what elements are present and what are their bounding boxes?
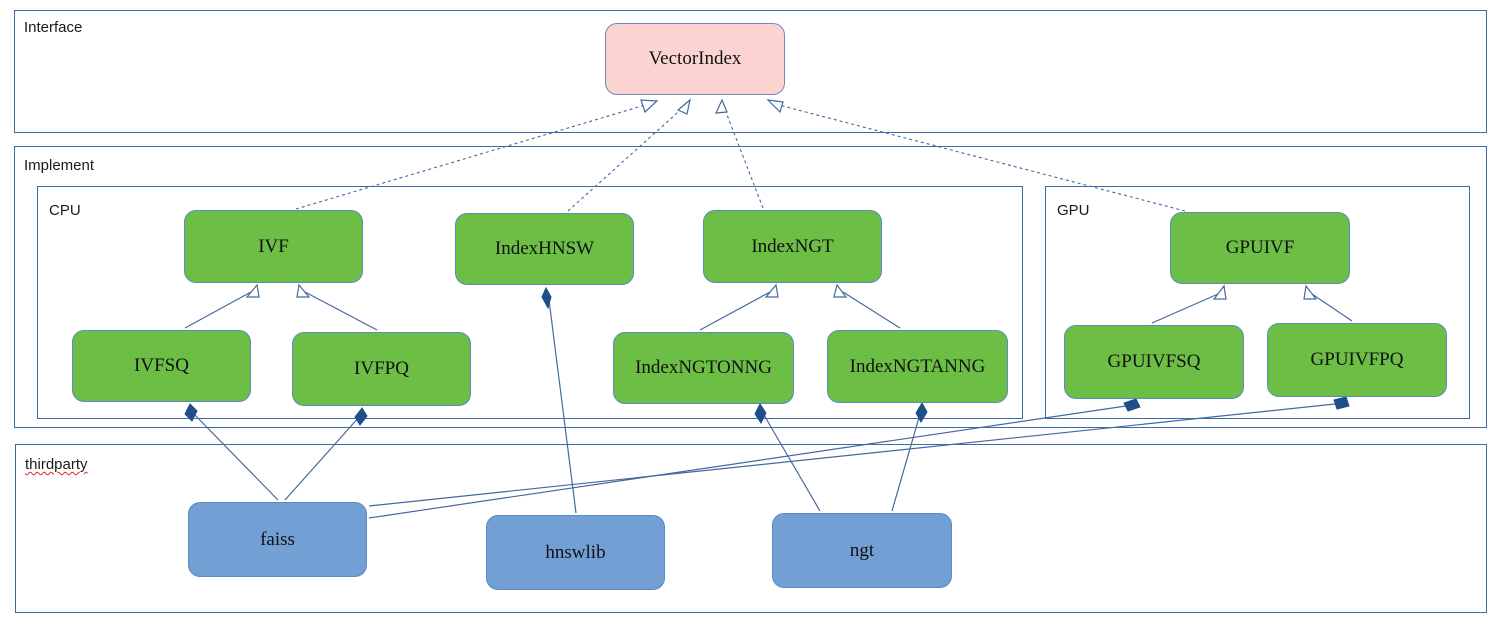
group-label-gpu: GPU xyxy=(1057,202,1090,219)
node-label-indexhnsw: IndexHNSW xyxy=(494,238,595,259)
node-faiss[interactable]: faiss xyxy=(188,502,367,577)
node-gpuivf[interactable]: GPUIVF xyxy=(1170,212,1350,284)
node-label-ivf: IVF xyxy=(258,235,289,257)
node-label-gpuivf: GPUIVF xyxy=(1225,237,1295,258)
group-label-thirdparty: thirdparty xyxy=(25,456,88,473)
node-label-indexngt: IndexNGT xyxy=(751,235,834,257)
node-gpuivfpq[interactable]: GPUIVFPQ xyxy=(1267,323,1447,397)
node-label-ivfsq: IVFSQ xyxy=(134,355,189,376)
node-indexhnsw[interactable]: IndexHNSW xyxy=(455,213,634,285)
node-ivfpq[interactable]: IVFPQ xyxy=(292,332,471,406)
node-gpuivfsq[interactable]: GPUIVFSQ xyxy=(1064,325,1244,399)
node-label-gpuivfpq: GPUIVFPQ xyxy=(1310,349,1404,370)
node-indexngt[interactable]: IndexNGT xyxy=(703,210,882,283)
node-vectorindex[interactable]: VectorIndex xyxy=(605,23,785,95)
node-label-vectorindex: VectorIndex xyxy=(648,48,742,69)
node-label-ngt: ngt xyxy=(849,539,875,561)
node-label-gpuivfsq: GPUIVFSQ xyxy=(1107,351,1201,372)
group-label-cpu: CPU xyxy=(49,202,81,219)
node-ngt[interactable]: ngt xyxy=(772,513,952,588)
node-ivf[interactable]: IVF xyxy=(184,210,363,283)
node-label-hnswlib: hnswlib xyxy=(545,541,606,563)
node-indexngtanng[interactable]: IndexNGTANNG xyxy=(827,330,1008,403)
node-label-ivfpq: IVFPQ xyxy=(354,358,409,379)
node-label-faiss: faiss xyxy=(260,528,295,550)
node-indexngtonng[interactable]: IndexNGTONNG xyxy=(613,332,794,404)
group-label-interface: Interface xyxy=(24,19,83,36)
node-label-indexngtonng: IndexNGTONNG xyxy=(635,357,772,378)
node-label-indexngtanng: IndexNGTANNG xyxy=(849,355,986,377)
node-ivfsq[interactable]: IVFSQ xyxy=(72,330,251,402)
node-hnswlib[interactable]: hnswlib xyxy=(486,515,665,590)
group-label-implement: Implement xyxy=(24,157,95,174)
